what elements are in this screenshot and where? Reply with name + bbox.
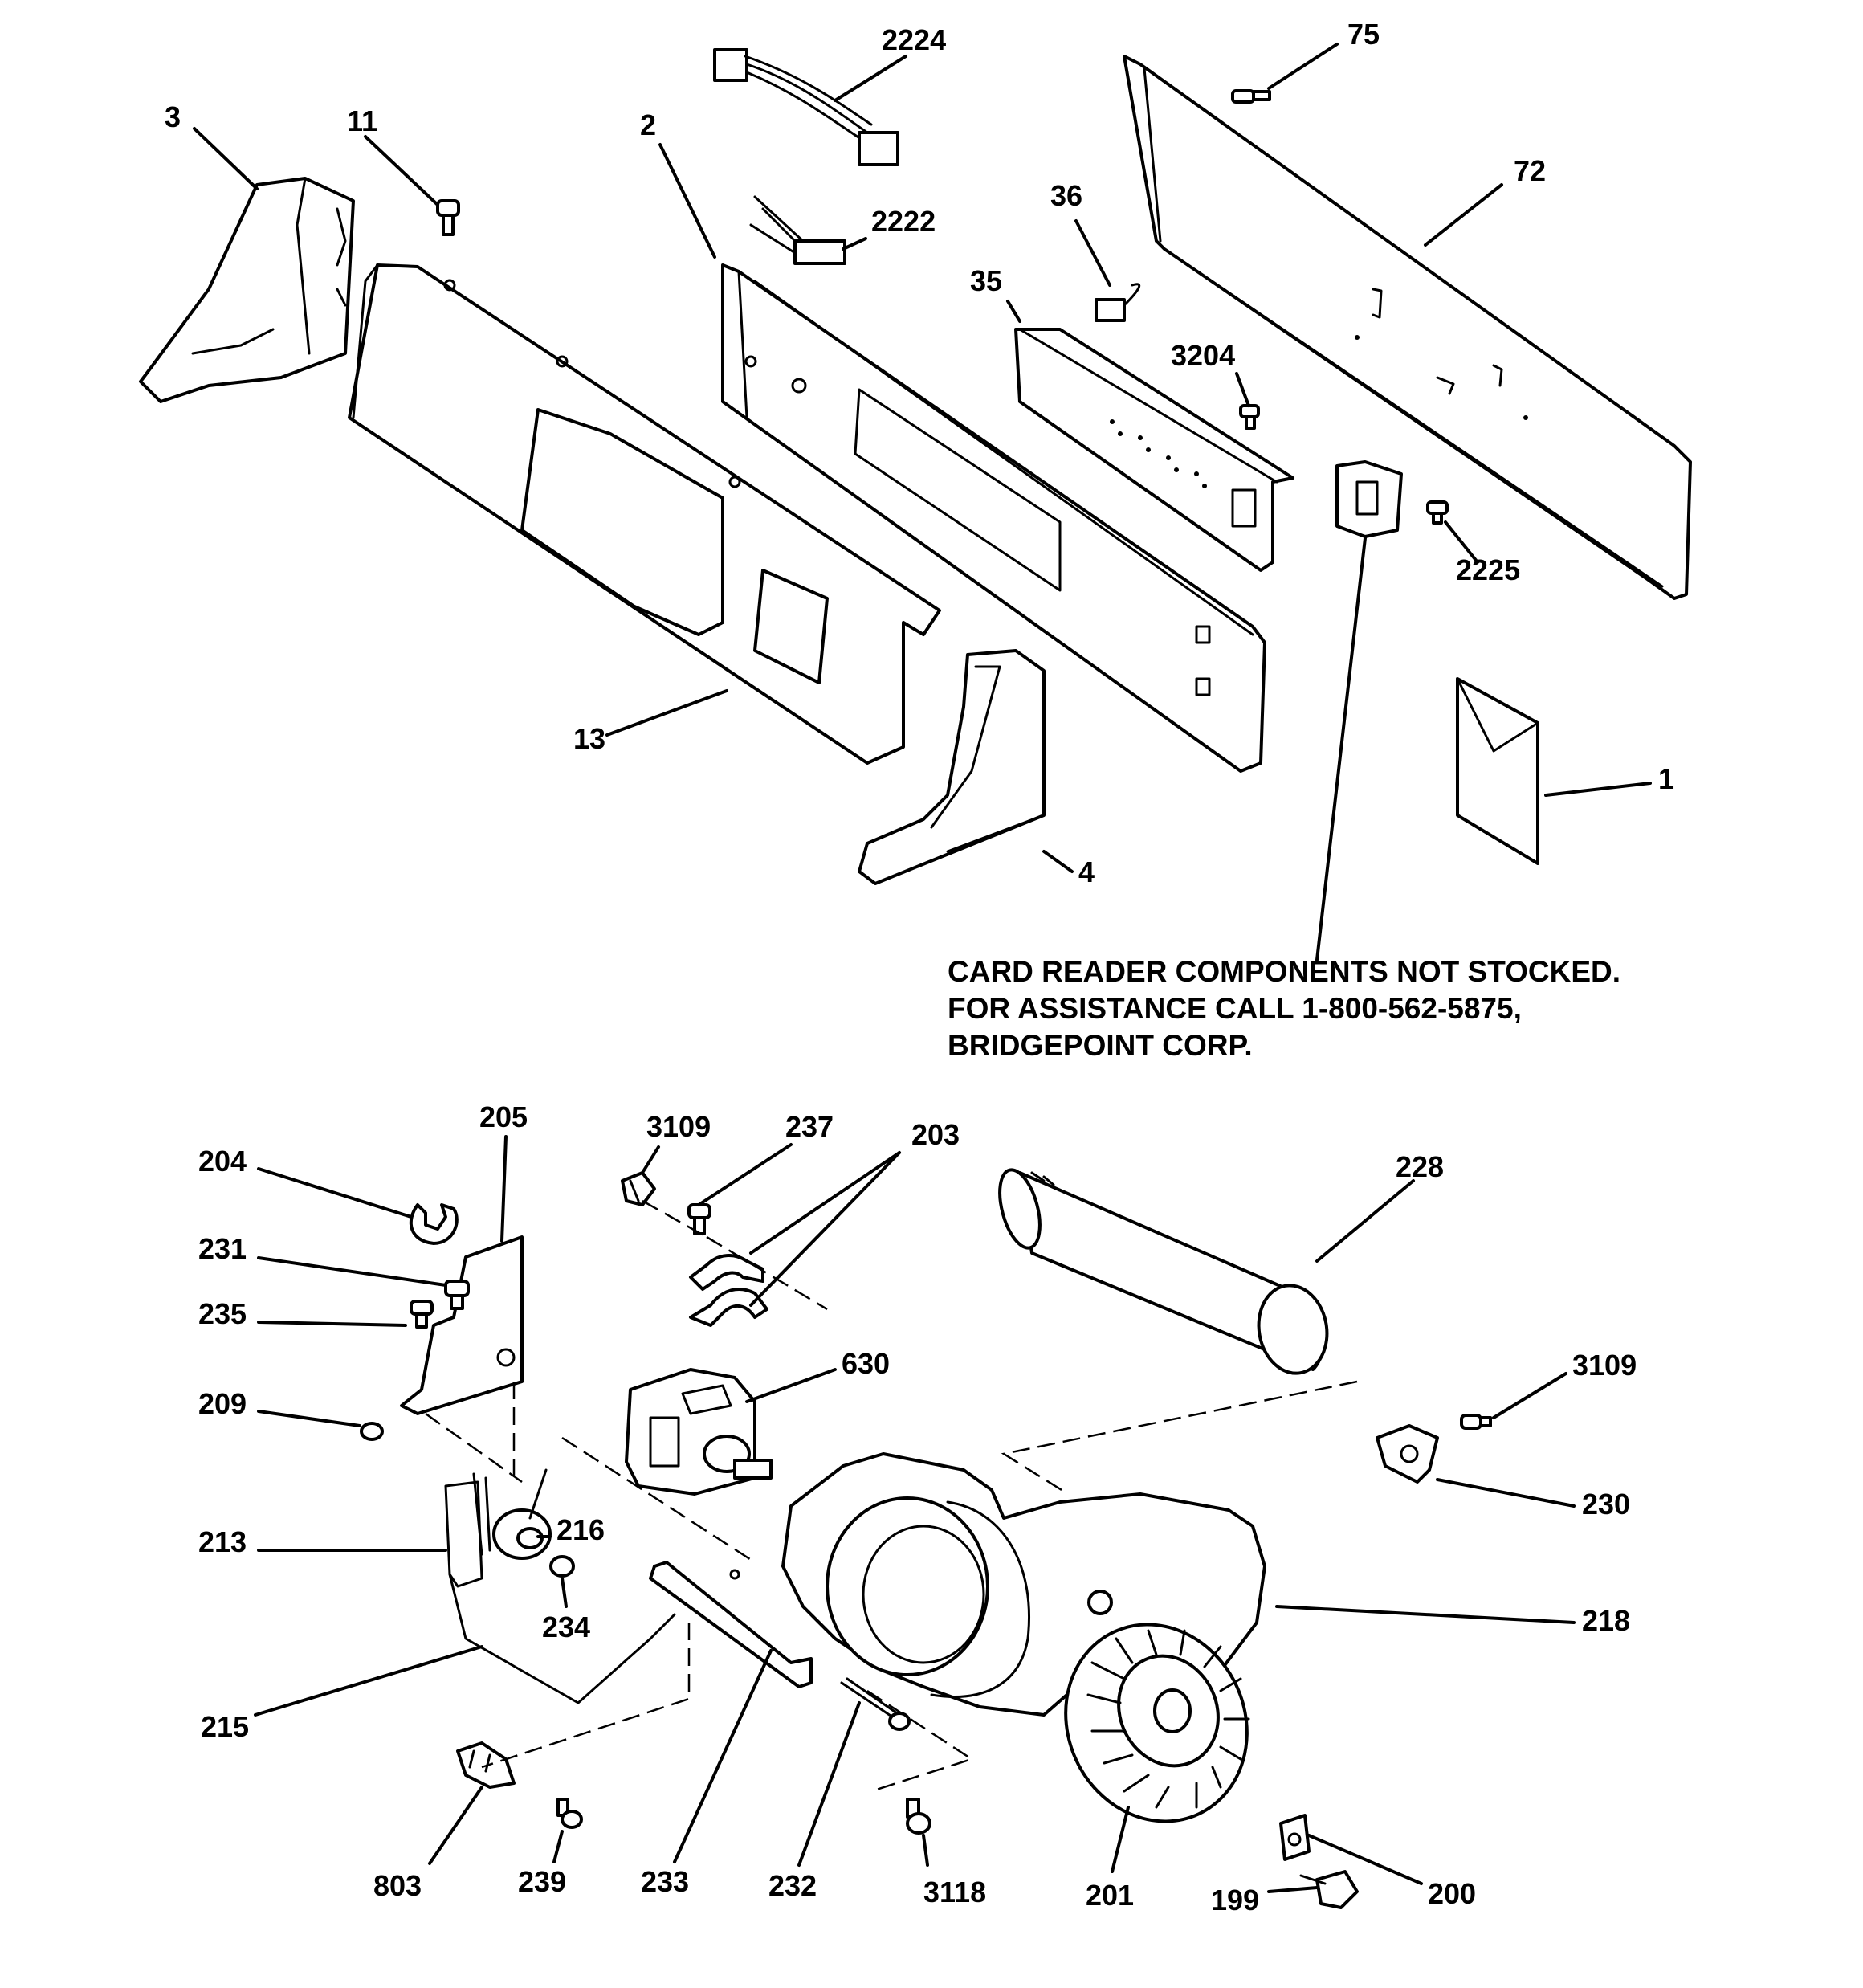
callout-216: 216 <box>556 1513 605 1546</box>
callout-1: 1 <box>1658 762 1674 795</box>
callout-3109-right: 3109 <box>1572 1349 1637 1382</box>
callout-239: 239 <box>518 1865 566 1898</box>
note-line-2: FOR ASSISTANCE CALL 1-800-562-5875, <box>948 992 1522 1025</box>
part-4-right-end-cap <box>858 649 1046 885</box>
callout-215: 215 <box>201 1710 249 1743</box>
callout-237: 237 <box>785 1110 834 1143</box>
callout-630: 630 <box>842 1347 890 1380</box>
part-630-motor <box>625 1368 773 1496</box>
callout-11: 11 <box>347 104 377 137</box>
callout-2: 2 <box>640 108 656 141</box>
callout-200: 200 <box>1428 1877 1476 1910</box>
part-36-connector <box>1095 283 1141 322</box>
part-215-spring <box>448 1573 676 1704</box>
part-199-bolt <box>1299 1870 1359 1909</box>
callout-234: 234 <box>542 1610 590 1643</box>
callout-13: 13 <box>573 722 605 755</box>
part-239-screw <box>556 1798 583 1829</box>
part-203-clamp-lower <box>689 1288 768 1327</box>
part-1-envelope <box>1456 677 1539 865</box>
callout-231: 231 <box>198 1232 247 1265</box>
card-reader <box>1335 460 1403 538</box>
callout-35: 35 <box>970 264 1002 297</box>
part-203-clamp-upper <box>689 1254 764 1291</box>
part-216-idler-pulley <box>492 1468 552 1560</box>
part-204-clip <box>409 1203 459 1245</box>
part-2-backsplash-frame <box>721 263 1266 773</box>
part-232-long-screw <box>840 1677 911 1731</box>
part-218-blower-housing <box>781 1452 1266 1717</box>
callout-230: 230 <box>1582 1488 1630 1521</box>
note-line-3: BRIDGEPOINT CORP. <box>948 1029 1253 1062</box>
note-line-1: CARD READER COMPONENTS NOT STOCKED. <box>948 955 1620 988</box>
callout-3118: 3118 <box>923 1876 986 1908</box>
callout-228: 228 <box>1396 1150 1444 1183</box>
callout-4: 4 <box>1078 855 1095 888</box>
part-234-nut <box>549 1555 575 1578</box>
callout-2224: 2224 <box>882 23 946 56</box>
callout-803: 803 <box>373 1869 422 1902</box>
part-231-screw <box>444 1280 470 1310</box>
callout-235: 235 <box>198 1297 247 1330</box>
part-3118-screw <box>906 1798 932 1835</box>
part-201-blower-wheel <box>1064 1623 1250 1823</box>
callout-204: 204 <box>198 1145 247 1178</box>
part-75-screw <box>1231 89 1271 104</box>
lower-callouts: 205 3109 237 203 228 204 231 235 630 310… <box>198 1100 1637 1917</box>
callout-72: 72 <box>1514 154 1546 187</box>
callout-3109-left: 3109 <box>646 1110 711 1143</box>
callout-201: 201 <box>1086 1879 1134 1912</box>
part-235-screw <box>410 1300 434 1329</box>
part-3109-screw-right <box>1460 1414 1492 1430</box>
callout-3204: 3204 <box>1171 339 1235 372</box>
assembly-dashed-lines <box>425 1199 1358 1793</box>
callout-205: 205 <box>479 1100 528 1133</box>
callout-203: 203 <box>911 1118 960 1151</box>
part-3-left-end-cap <box>139 177 355 403</box>
callout-75: 75 <box>1347 18 1380 51</box>
part-11-screw <box>436 199 460 236</box>
part-213-idler-arm <box>444 1472 491 1588</box>
callout-209: 209 <box>198 1387 247 1420</box>
part-2224-wire-harness <box>713 48 899 166</box>
callout-233: 233 <box>641 1865 689 1898</box>
callout-2225: 2225 <box>1456 553 1520 586</box>
upper-callouts: 2224 75 3 11 2 72 2222 36 35 3204 2225 1… <box>165 18 1674 888</box>
part-230-bracket <box>1376 1424 1439 1484</box>
part-233-idler-bracket <box>649 1561 813 1688</box>
part-2225-screw <box>1426 500 1449 525</box>
callout-199: 199 <box>1211 1884 1259 1917</box>
lower-leaders <box>254 1135 1576 1893</box>
callout-232: 232 <box>768 1869 817 1902</box>
part-200-bracket <box>1279 1814 1311 1861</box>
part-228-exhaust-duct <box>998 1168 1329 1375</box>
part-209-nut <box>360 1422 384 1441</box>
part-3109-screw-left <box>621 1171 656 1206</box>
part-2222-small-harness <box>749 195 846 265</box>
callout-218: 218 <box>1582 1604 1630 1637</box>
part-3204-screw <box>1239 404 1260 430</box>
callout-213: 213 <box>198 1525 247 1558</box>
part-35-control-board <box>1014 328 1294 572</box>
part-72-rear-panel <box>1123 55 1692 600</box>
callout-3: 3 <box>165 100 181 133</box>
card-reader-note: CARD READER COMPONENTS NOT STOCKED. FOR … <box>948 955 1620 1062</box>
callout-36: 36 <box>1050 179 1082 212</box>
part-13-console-panel <box>348 263 941 765</box>
callout-2222: 2222 <box>871 205 936 238</box>
upper-leaders <box>193 43 1652 961</box>
